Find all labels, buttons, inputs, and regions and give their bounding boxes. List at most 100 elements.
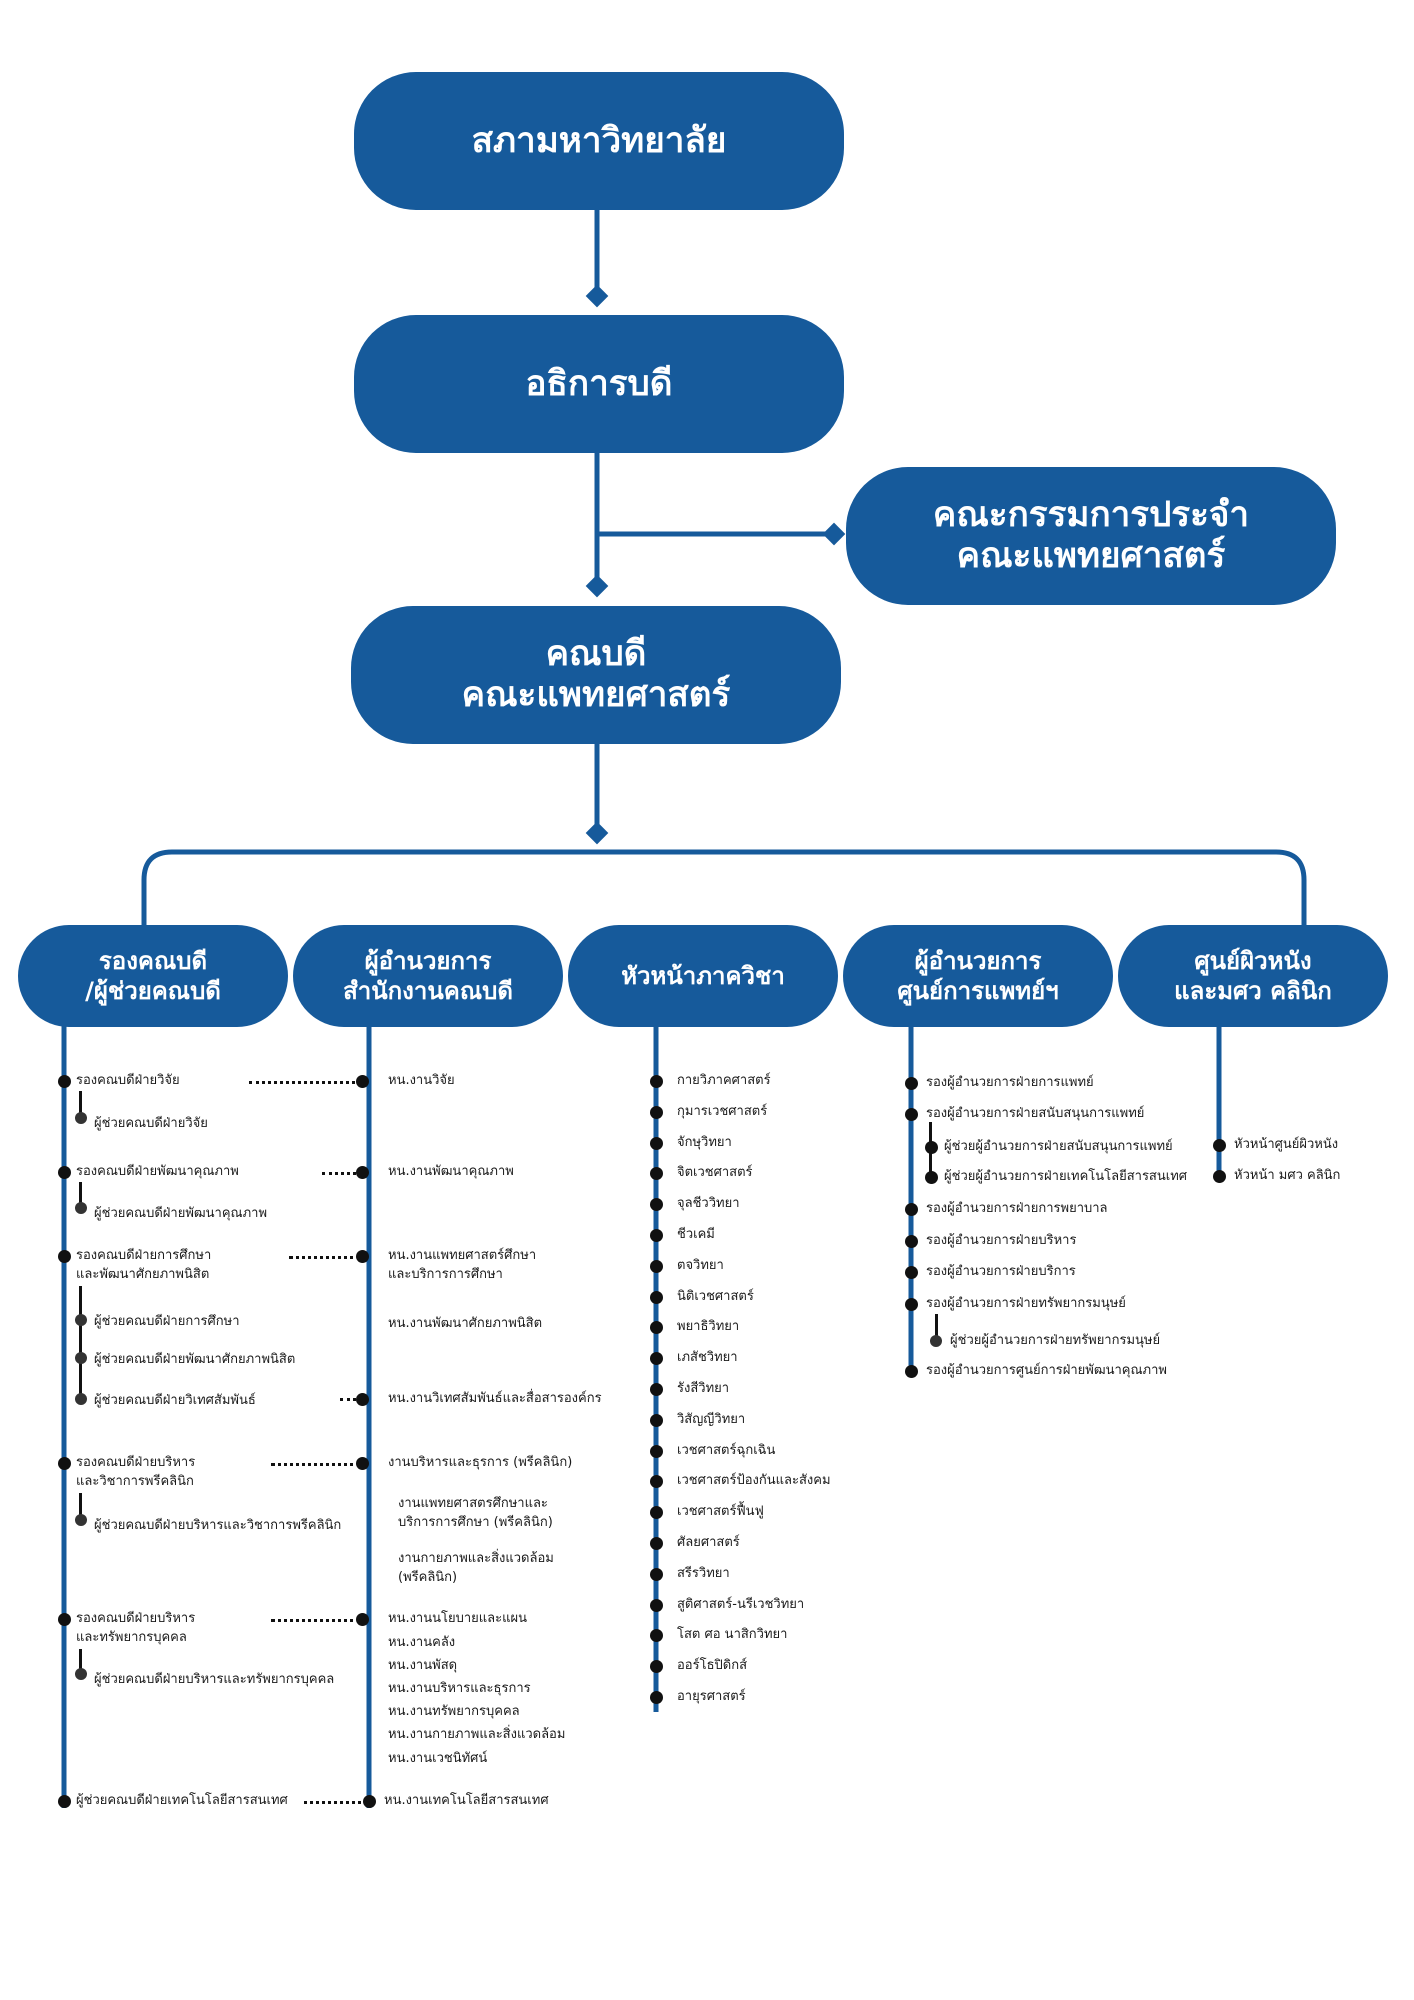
list-item: อายุรศาสตร์ — [677, 1689, 746, 1704]
bullet-dot — [650, 1599, 663, 1612]
bullet-dot — [650, 1106, 663, 1119]
president-label: อธิการบดี — [525, 363, 673, 404]
faculty-committee-box: คณะกรรมการประจำ คณะแพทยศาสตร์ — [846, 467, 1336, 605]
faculty-committee-label: คณะกรรมการประจำ คณะแพทยศาสตร์ — [932, 495, 1250, 576]
bullet-dot — [58, 1457, 71, 1470]
bullet-dot — [650, 1167, 663, 1180]
bullet-dot — [930, 1335, 942, 1347]
list-item: รองคณบดีฝ่ายบริหาร และทรัพยากรบุคคล — [76, 1611, 196, 1645]
bullet-dot — [356, 1166, 369, 1179]
list-item: ผู้ช่วยผู้อำนวยการฝ่ายสนับสนุนการแพทย์ — [944, 1139, 1173, 1154]
dotted-link — [322, 1172, 362, 1175]
list-item: โสต ศอ นาสิกวิทยา — [677, 1627, 788, 1642]
bullet-dot — [75, 1393, 87, 1405]
list-item: หน.งานวิจัย — [388, 1073, 455, 1088]
bullet-dot — [905, 1298, 918, 1311]
bullet-dot — [356, 1250, 369, 1263]
office-director-header: ผู้อำนวยการ สำนักงานคณบดี — [293, 925, 563, 1027]
list-item: รองผู้อำนวยการฝ่ายการพยาบาล — [926, 1201, 1108, 1216]
list-item: หน.งานวิเทศสัมพันธ์และสื่อสารองค์กร — [388, 1391, 602, 1406]
list-item: รองผู้อำนวยการฝ่ายบริหาร — [926, 1233, 1077, 1248]
list-item: รองผู้อำนวยการฝ่ายบริการ — [926, 1264, 1076, 1279]
list-item: รองผู้อำนวยการฝ่ายทรัพยากรมนุษย์ — [926, 1296, 1126, 1311]
list-item: ผู้ช่วยคณบดีฝ่ายเทคโนโลยีสารสนเทศ — [76, 1793, 288, 1808]
department-heads-header: หัวหน้าภาควิชา — [568, 925, 838, 1027]
branch-bar — [141, 849, 1307, 925]
sub-connector — [79, 1649, 82, 1671]
list-item: หัวหน้า มศว คลินิก — [1234, 1168, 1341, 1183]
list-item: รองผู้อำนวยการฝ่ายสนับสนุนการแพทย์ — [926, 1106, 1145, 1121]
list-item: หน.งานพัสดุ — [388, 1658, 458, 1673]
bullet-dot — [58, 1795, 71, 1808]
bullet-dot — [1213, 1170, 1226, 1183]
bullet-dot — [650, 1352, 663, 1365]
list-item: ผู้ช่วยผู้อำนวยการฝ่ายทรัพยากรมนุษย์ — [950, 1333, 1161, 1348]
bullet-dot — [650, 1198, 663, 1211]
list-item: หน.งานบริหารและธุรการ — [388, 1681, 531, 1696]
list-item: ผู้ช่วยคณบดีฝ่ายพัฒนาคุณภาพ — [94, 1206, 268, 1221]
bullet-dot — [925, 1171, 938, 1184]
list-item: รองคณบดีฝ่ายพัฒนาคุณภาพ — [76, 1164, 239, 1179]
list-item: รองคณบดีฝ่ายการศึกษา และพัฒนาศักยภาพนิสิ… — [76, 1248, 212, 1282]
bullet-dot — [650, 1075, 663, 1088]
sub-connector — [79, 1182, 82, 1204]
list-item: สรีรวิทยา — [677, 1566, 730, 1581]
list-item: หน.งานเทคโนโลยีสารสนเทศ — [384, 1793, 549, 1808]
list-item: ชีวเคมี — [677, 1227, 715, 1242]
list-item: เภสัชวิทยา — [677, 1350, 738, 1365]
bullet-dot — [925, 1141, 938, 1154]
list-item: สูติศาสตร์-นรีเวชวิทยา — [677, 1597, 805, 1612]
university-council-box: สภามหาวิทยาลัย — [354, 72, 844, 210]
dotted-link — [340, 1398, 362, 1401]
bullet-dot — [75, 1112, 87, 1124]
bullet-dot — [75, 1352, 87, 1364]
list-item: รองผู้อำนวยการศูนย์การฝ่ายพัฒนาคุณภาพ — [926, 1363, 1167, 1378]
list-item: ผู้ช่วยคณบดีฝ่ายวิจัย — [94, 1116, 208, 1131]
list-item: หน.งานนโยบายและแผน — [388, 1611, 527, 1626]
bullet-dot — [75, 1668, 87, 1680]
list-item: ผู้ช่วยคณบดีฝ่ายวิเทศสัมพันธ์ — [94, 1393, 256, 1408]
bullet-dot — [650, 1260, 663, 1273]
sub-connector — [79, 1493, 82, 1515]
list-item: หน.งานแพทยศาสตร์ศึกษา และบริการการศึกษา — [388, 1248, 537, 1282]
list-item: เวชศาสตร์ฟื้นฟู — [677, 1504, 764, 1519]
associate-deans-header: รองคณบดี /ผู้ช่วยคณบดี — [18, 925, 288, 1027]
list-item: ผู้ช่วยผู้อำนวยการฝ่ายเทคโนโลยีสารสนเทศ — [944, 1169, 1188, 1184]
list-item: รองผู้อำนวยการฝ่ายการแพทย์ — [926, 1075, 1094, 1090]
list-item: ผู้ช่วยคณบดีฝ่ายการศึกษา — [94, 1314, 240, 1329]
dean-box: คณบดี คณะแพทยศาสตร์ — [351, 606, 841, 744]
bullet-dot — [905, 1203, 918, 1216]
bullet-dot — [75, 1514, 87, 1526]
dotted-link — [271, 1619, 361, 1622]
list-item: รองคณบดีฝ่ายวิจัย — [76, 1073, 180, 1088]
bullet-dot — [650, 1414, 663, 1427]
bullet-dot — [650, 1537, 663, 1550]
dotted-link — [289, 1256, 361, 1259]
bullet-dot — [650, 1691, 663, 1704]
list-item: ผู้ช่วยคณบดีฝ่ายบริหารและทรัพยากรบุคคล — [94, 1672, 335, 1687]
bullet-dot — [650, 1383, 663, 1396]
bullet-dot — [363, 1795, 376, 1808]
sub-connector — [79, 1091, 82, 1113]
bullet-dot — [356, 1075, 369, 1088]
list-item: เวชศาสตร์ฉุกเฉิน — [677, 1443, 776, 1458]
list-item: จิตเวชศาสตร์ — [677, 1165, 753, 1180]
list-item: หน.งานพัฒนาศักยภาพนิสิต — [388, 1316, 543, 1331]
skin-center-header: ศูนย์ผิวหนัง และมศว คลินิก — [1118, 925, 1388, 1027]
president-box: อธิการบดี — [354, 315, 844, 453]
bullet-dot — [650, 1568, 663, 1581]
list-item: เวชศาสตร์ป้องกันและสังคม — [677, 1473, 831, 1488]
bullet-dot — [58, 1166, 71, 1179]
dotted-link — [304, 1801, 361, 1804]
bullet-dot — [905, 1077, 918, 1090]
medical-center-header: ผู้อำนวยการ ศูนย์การแพทย์ฯ — [843, 925, 1113, 1027]
list-item: ศัลยศาสตร์ — [677, 1535, 740, 1550]
bullet-dot — [905, 1266, 918, 1279]
list-item: หน.งานทรัพยากรบุคคล — [388, 1704, 520, 1719]
bullet-dot — [650, 1629, 663, 1642]
list-item: รังสีวิทยา — [677, 1381, 730, 1396]
bullet-dot — [58, 1075, 71, 1088]
list-item: งานแพทยศาสตรศึกษาและ บริการการศึกษา (พรี… — [398, 1496, 553, 1530]
bullet-dot — [1213, 1139, 1226, 1152]
